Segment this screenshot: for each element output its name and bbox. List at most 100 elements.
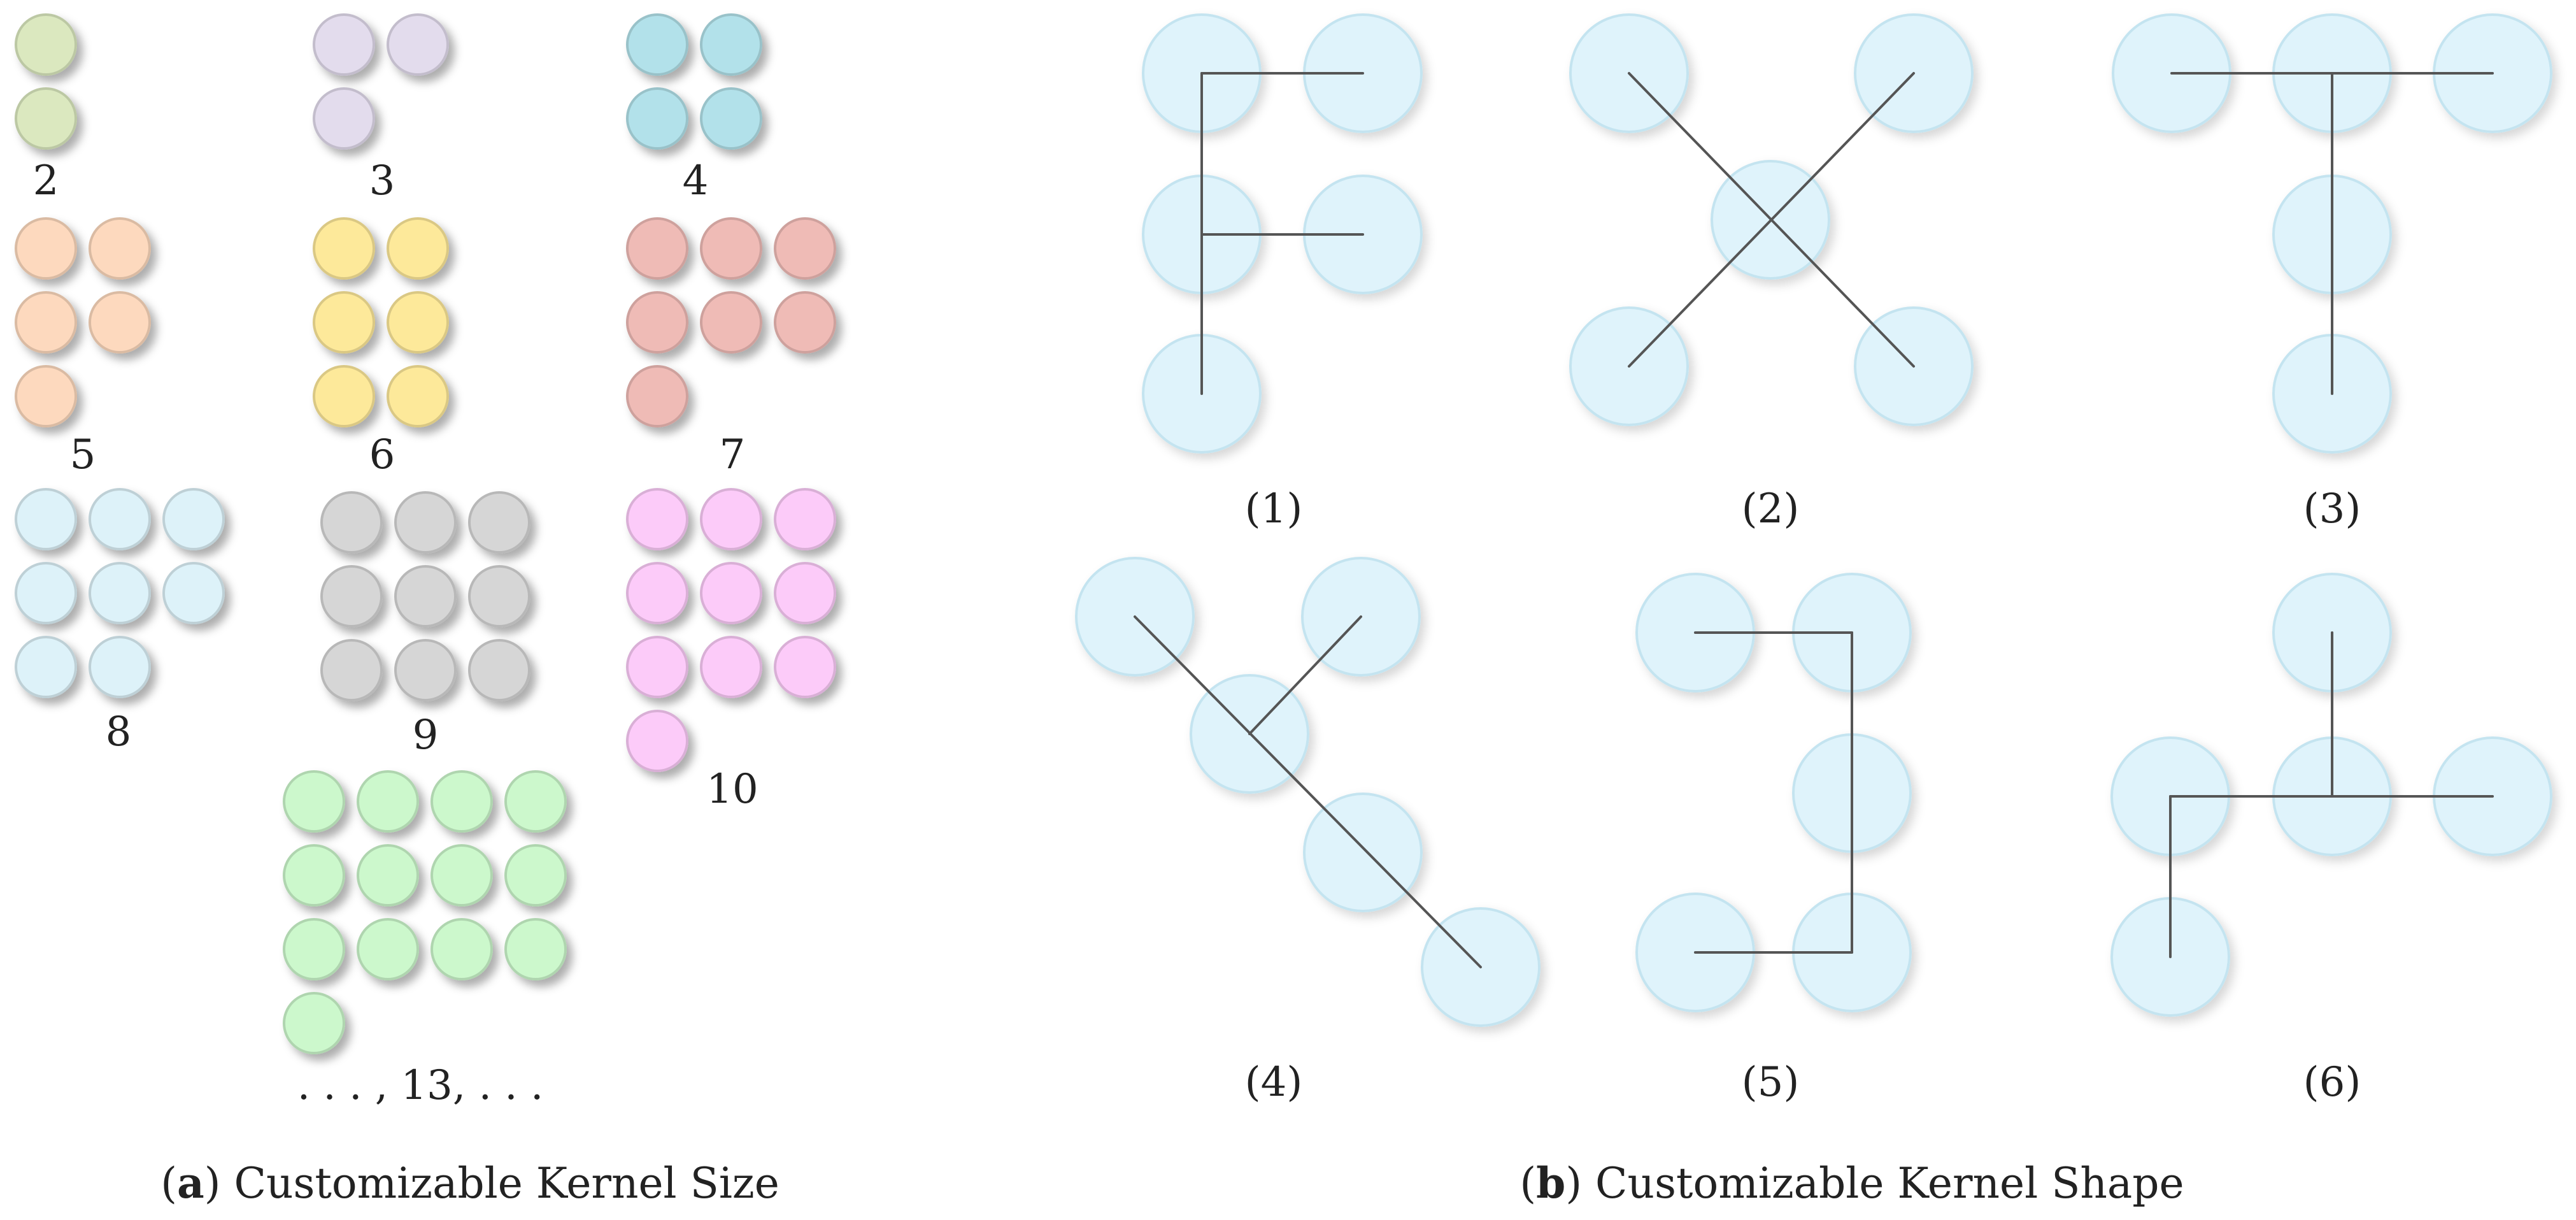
kernel-point [313, 365, 375, 427]
kernel-point [394, 491, 457, 554]
kernel-point [700, 291, 762, 354]
kernel-shape-3: (3) [2112, 13, 2552, 533]
kernel-shape-6: (6) [2110, 573, 2552, 1106]
kernel-point [89, 636, 151, 698]
kernel-size-group-4: 5 [15, 217, 151, 478]
kernel-point [15, 87, 77, 150]
kernel-size-label: 3 [369, 157, 395, 205]
kernel-point [626, 87, 688, 150]
kernel-size-group-3: 4 [626, 13, 762, 205]
kernel-size-group-9: 10 [626, 488, 836, 813]
kernel-point [15, 636, 77, 698]
kernel-size-label: 10 [706, 766, 758, 813]
kernel-point [626, 365, 688, 427]
kernel-point [15, 13, 77, 76]
kernel-point [313, 291, 375, 354]
kernel-point [626, 13, 688, 76]
kernel-point [626, 488, 688, 550]
kernel-size-label: 6 [369, 431, 395, 478]
kernel-point [387, 13, 449, 76]
connection-line [1134, 615, 1482, 968]
kernel-shape-label: (3) [2303, 485, 2361, 533]
kernel-point [387, 365, 449, 427]
kernel-point [394, 565, 457, 628]
kernel-point [320, 639, 383, 701]
kernel-shape-4: (4) [1075, 557, 1541, 1106]
kernel-point [162, 562, 225, 624]
kernel-point [626, 291, 688, 354]
kernel-point [431, 844, 493, 907]
kernel-point [626, 636, 688, 698]
kernel-size-group-10: . . . , 13, . . . [283, 770, 567, 1109]
kernel-size-group-1: 2 [15, 13, 77, 205]
kernel-point [15, 365, 77, 427]
kernel-size-group-8: 9 [320, 491, 530, 759]
kernel-size-group-5: 6 [313, 217, 449, 478]
kernel-point [283, 844, 345, 907]
kernel-size-group-2: 3 [313, 13, 449, 205]
kernel-point [700, 562, 762, 624]
kernel-point [357, 770, 419, 833]
kernel-point [700, 13, 762, 76]
kernel-size-label: 8 [106, 708, 132, 756]
kernel-point [89, 562, 151, 624]
caption-a: (a) Customizable Kernel Size [160, 1158, 779, 1208]
kernel-shape-1: (1) [1142, 13, 1423, 533]
connection-line [1628, 72, 1915, 368]
kernel-point [774, 217, 836, 280]
kernel-point [504, 918, 567, 980]
kernel-point [626, 217, 688, 280]
kernel-size-label: 4 [683, 157, 709, 205]
kernel-point [504, 770, 567, 833]
kernel-point [394, 639, 457, 701]
kernel-point [468, 639, 530, 701]
kernel-size-label: . . . , 13, . . . [297, 1062, 544, 1109]
kernel-shape-5: (5) [1635, 573, 1912, 1106]
kernel-point [431, 918, 493, 980]
kernel-point [15, 217, 77, 280]
kernel-point [774, 488, 836, 550]
kernel-point [283, 918, 345, 980]
kernel-point [313, 217, 375, 280]
kernel-point [357, 844, 419, 907]
kernel-point [313, 13, 375, 76]
kernel-size-group-7: 8 [15, 488, 225, 756]
kernel-point [626, 710, 688, 772]
kernel-shape-label: (6) [2303, 1059, 2361, 1106]
kernel-point [774, 636, 836, 698]
kernel-point [283, 770, 345, 833]
panel-a-kernel-size: 2 3 4 5 6 7 8 9 10 . . . , 13, . . . [15, 13, 836, 1109]
kernel-size-label: 7 [720, 431, 746, 478]
kernel-shape-label: (5) [1742, 1059, 1800, 1106]
kernel-point [431, 770, 493, 833]
kernel-point [320, 491, 383, 554]
kernel-point [162, 488, 225, 550]
panel-b-kernel-shape: (1) (2) (3) (4) (5) (6) [1075, 13, 2552, 1106]
kernel-point [89, 291, 151, 354]
kernel-size-label: 5 [70, 431, 96, 478]
caption-b: (b) Customizable Kernel Shape [1519, 1158, 2184, 1208]
kernel-size-label: 2 [33, 157, 59, 205]
kernel-point [774, 291, 836, 354]
kernel-point [700, 488, 762, 550]
kernel-point [700, 217, 762, 280]
kernel-point [700, 87, 762, 150]
kernel-point [320, 565, 383, 628]
connection-line [1248, 615, 1362, 735]
kernel-point [15, 291, 77, 354]
kernel-point [15, 488, 77, 550]
kernel-point [89, 488, 151, 550]
kernel-point [1303, 793, 1423, 912]
kernel-size-label: 9 [413, 712, 439, 759]
kernel-point [387, 217, 449, 280]
kernel-point [89, 217, 151, 280]
kernel-point [357, 918, 419, 980]
kernel-point [313, 87, 375, 150]
kernel-size-group-6: 7 [626, 217, 836, 478]
kernel-point [774, 562, 836, 624]
kernel-point [504, 844, 567, 907]
kernel-point [700, 636, 762, 698]
kernel-point [468, 565, 530, 628]
kernel-shape-2: (2) [1569, 13, 1974, 533]
